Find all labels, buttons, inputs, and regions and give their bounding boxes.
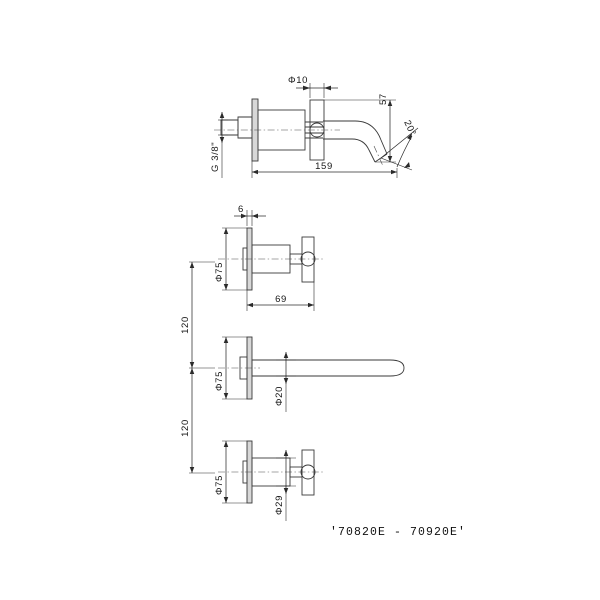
upper-handle-front-view: 6 Φ75 69 xyxy=(214,204,324,311)
upper-body xyxy=(251,244,291,274)
dim-phi75-lower-label: Φ75 xyxy=(214,475,225,495)
curved-spout xyxy=(323,120,388,163)
spout-neck xyxy=(305,121,323,139)
dim-phi75-upper-label: Φ75 xyxy=(214,262,225,282)
dim-phi10: Φ10 xyxy=(288,75,338,98)
dim-phi29-label: Φ29 xyxy=(274,495,285,515)
upper-handle-bar xyxy=(301,236,315,283)
dim-phi29: Φ29 xyxy=(274,450,296,521)
dim-phi10-label: Φ10 xyxy=(288,75,308,86)
dim-phi75-lower: Φ75 xyxy=(214,440,247,504)
dim-20deg-label: 20° xyxy=(401,119,418,138)
dim-6: 6 xyxy=(234,204,266,226)
dim-69-label: 69 xyxy=(275,294,287,305)
dim-g38-label: G 3/8" xyxy=(210,142,221,172)
dim-120-lower-label: 120 xyxy=(180,419,191,437)
dim-phi75-upper: Φ75 xyxy=(214,227,247,291)
dim-159: 159 xyxy=(251,161,398,178)
dim-phi75-middle-label: Φ75 xyxy=(214,371,225,391)
dim-phi20: Φ20 xyxy=(274,352,296,412)
dim-57-label: 57 xyxy=(378,93,389,105)
title-block-label: '70820E - 70920E' xyxy=(330,526,466,539)
middle-spout-tube xyxy=(251,359,405,377)
dim-g38: G 3/8" xyxy=(210,112,228,178)
side-elevation-view: G 3/8" Φ10 57 xyxy=(210,75,419,178)
lower-handle-bar xyxy=(301,449,315,496)
spout-front-view: Φ75 Φ20 xyxy=(214,336,405,412)
dim-57: 57 xyxy=(324,93,396,163)
dim-6-label: 6 xyxy=(238,204,244,215)
dim-120-upper-label: 120 xyxy=(180,316,191,334)
lower-body xyxy=(251,457,291,487)
lower-handle-front-view: Φ75 Φ29 xyxy=(214,440,324,521)
dim-69: 69 xyxy=(246,282,315,311)
dim-phi75-middle: Φ75 xyxy=(214,336,247,400)
dim-phi20-label: Φ20 xyxy=(274,386,285,406)
dim-159-label: 159 xyxy=(315,161,333,172)
vertical-spacing-dimensions: 120 120 xyxy=(180,261,215,474)
